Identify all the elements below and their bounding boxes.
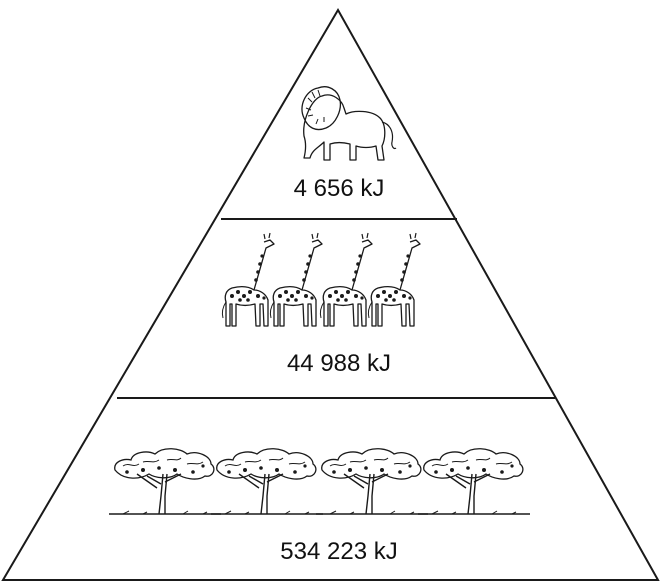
acacia-tree-icon — [417, 448, 531, 515]
pyramid-outline — [1, 7, 660, 581]
acacia-tree-icon — [108, 448, 222, 515]
lion-icon — [301, 86, 397, 161]
giraffe-icon — [269, 232, 323, 327]
acacia-tree-icon — [210, 448, 324, 515]
giraffe-icon — [221, 232, 275, 327]
middle-level-energy: 44 988 kJ — [287, 350, 391, 377]
bottom-level-energy: 534 223 kJ — [280, 538, 397, 565]
acacia-tree-icon — [315, 448, 429, 515]
giraffe-icon — [367, 232, 421, 327]
top-level-energy: 4 656 kJ — [294, 175, 385, 202]
giraffe-icon — [319, 232, 373, 327]
